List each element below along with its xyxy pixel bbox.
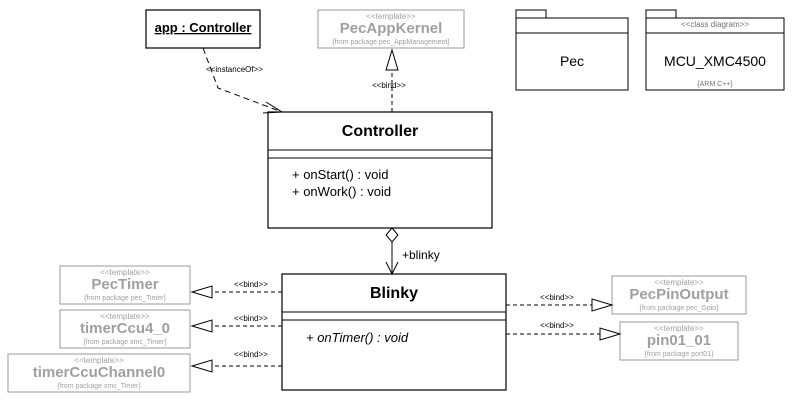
class-name: Blinky — [370, 285, 418, 302]
package-mcu-xmc4500[interactable]: <<class diagram>> MCU_XMC4500 {ARM C++} — [645, 9, 785, 91]
relation-bind-pin01-01[interactable]: <<bind>> — [506, 321, 622, 341]
relation-bind-timer-ccu4[interactable]: <<bind>> — [190, 314, 282, 333]
template-pin01-01[interactable]: <<template>> pin01_01 {from package port… — [619, 321, 739, 361]
relation-instance-of[interactable]: <<instanceOf>> — [202, 47, 284, 114]
relation-label: <<bind>> — [372, 81, 406, 90]
class-blinky[interactable]: Blinky + onTimer() : void — [281, 273, 507, 391]
relation-label: <<bind>> — [540, 293, 574, 302]
class-controller[interactable]: Controller + onStart() : void + onWork()… — [267, 111, 493, 229]
relation-label: <<bind>> — [234, 350, 268, 359]
template-pec-pin-output[interactable]: <<template>> PecPinOutput {from package … — [611, 275, 747, 315]
template-from-package: {from package xmc_Timer} — [57, 383, 141, 390]
relation-label: <<instanceOf>> — [206, 65, 263, 74]
package-stereotype: <<class diagram>> — [681, 20, 749, 29]
instance-app-controller[interactable]: app : Controller — [145, 9, 261, 49]
template-stereotype: <<template>> — [654, 324, 704, 333]
relation-label: <<bind>> — [540, 321, 574, 330]
relation-bind-timer-ccu-channel[interactable]: <<bind>> — [190, 350, 282, 373]
template-name: PecAppKernel — [340, 20, 443, 37]
template-from-package: {from package pec_Timer} — [84, 295, 166, 302]
template-name: PecPinOutput — [629, 286, 728, 303]
template-stereotype: <<template>> — [74, 356, 124, 365]
template-pec-app-kernel[interactable]: <<template>> PecAppKernel {from package … — [317, 9, 465, 49]
template-from-package: {from package xmc_Timer} — [83, 339, 167, 346]
package-name: Pec — [560, 53, 584, 69]
package-name: MCU_XMC4500 — [664, 53, 766, 69]
relation-label: <<bind>> — [234, 280, 268, 289]
instance-name: app : Controller — [155, 20, 252, 35]
template-stereotype: <<template>> — [366, 12, 416, 21]
package-note: {ARM C++} — [697, 81, 733, 88]
class-name: Controller — [342, 123, 418, 140]
template-timer-ccu4-0[interactable]: <<template>> timerCcu4_0 {from package x… — [59, 309, 191, 349]
template-stereotype: <<template>> — [100, 268, 150, 277]
relation-bind-pec-timer[interactable]: <<bind>> — [190, 280, 282, 299]
template-stereotype: <<template>> — [654, 278, 704, 287]
relation-composition-blinky[interactable]: +blinky — [385, 227, 440, 276]
template-from-package: {from package port01} — [645, 351, 715, 358]
relation-bind-pec-pin-output[interactable]: <<bind>> — [506, 293, 614, 312]
template-from-package: {from package pec_AppManagement} — [332, 39, 450, 46]
operation-on-start: + onStart() : void — [292, 167, 388, 182]
template-stereotype: <<template>> — [100, 312, 150, 321]
operation-on-work: + onWork() : void — [292, 184, 391, 199]
template-name: timerCcu4_0 — [80, 320, 170, 337]
relation-role-label: +blinky — [402, 248, 440, 262]
template-timer-ccu-channel0[interactable]: <<template>> timerCcuChannel0 {from pack… — [7, 353, 191, 393]
relation-bind-pec-app-kernel[interactable]: <<bind>> — [372, 48, 406, 112]
template-pec-timer[interactable]: <<template>> PecTimer {from package pec_… — [59, 265, 191, 305]
package-pec[interactable]: Pec — [515, 9, 629, 91]
template-name: timerCcuChannel0 — [33, 364, 166, 381]
operation-on-timer: + onTimer() : void — [306, 330, 409, 345]
relation-label: <<bind>> — [234, 314, 268, 323]
template-name: PecTimer — [91, 276, 158, 293]
template-name: pin01_01 — [647, 332, 711, 349]
template-from-package: {from package pec_Gpio} — [640, 305, 720, 312]
